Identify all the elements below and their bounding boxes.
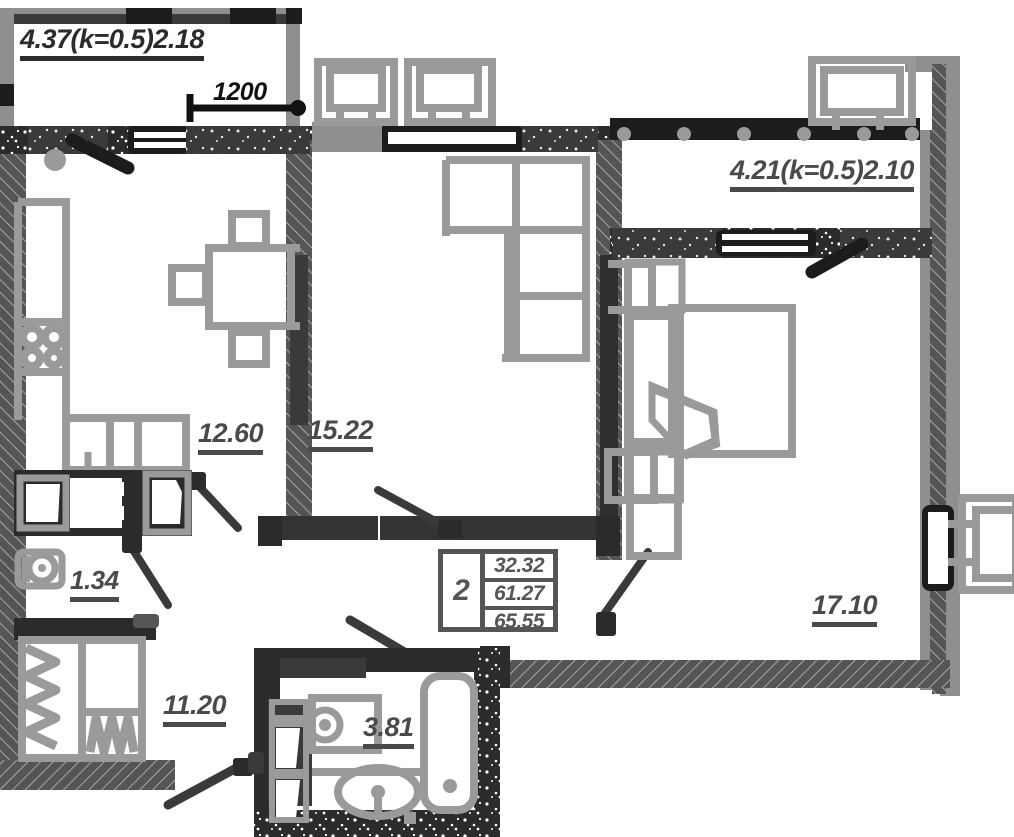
room-label-kitchen-living-text: 12.60 bbox=[198, 418, 264, 455]
main-bath-block bbox=[14, 470, 192, 536]
door-leaders bbox=[126, 479, 652, 624]
right-window-furniture bbox=[948, 494, 1014, 594]
dimension-1200: 1200 bbox=[213, 78, 267, 106]
room-label-bathroom-text: 3.81 bbox=[363, 712, 414, 749]
room-label-bedroom: 17.10 bbox=[812, 590, 878, 627]
dimension-arrow-1200 bbox=[186, 94, 306, 122]
summary-living-area: 32.32 bbox=[485, 554, 553, 582]
hall-wardrobe bbox=[14, 614, 159, 762]
summary-room-count: 2 bbox=[443, 554, 485, 627]
balcony-furniture-top bbox=[314, 58, 496, 126]
bed-geometry-detail bbox=[624, 258, 720, 504]
room-label-hall-text: 11.20 bbox=[163, 690, 227, 727]
summary-area-with-balcony: 65.55 bbox=[493, 610, 545, 633]
room-label-wc-text: 1.34 bbox=[70, 565, 119, 602]
balcony-furniture-right bbox=[808, 56, 916, 130]
balcony-label-top-left-text: 4.37(k=0.5)2.18 bbox=[20, 24, 204, 61]
summary-areas: 32.32 61.27 65.55 bbox=[485, 554, 553, 633]
room-label-living: 15.22 bbox=[308, 415, 374, 452]
room-label-living-text: 15.22 bbox=[308, 415, 374, 452]
balcony-rail-dots bbox=[617, 127, 919, 141]
room-label-hall: 11.20 bbox=[163, 690, 227, 727]
windows-and-doors bbox=[28, 122, 954, 810]
balcony-label-right-text: 4.21(k=0.5)2.10 bbox=[730, 155, 914, 192]
room-label-bathroom: 3.81 bbox=[363, 712, 414, 749]
toilet-fixture bbox=[14, 548, 66, 590]
bathroom-block bbox=[248, 648, 500, 837]
corner-sofa bbox=[442, 156, 590, 362]
summary-total-area: 61.27 bbox=[485, 582, 553, 610]
room-label-wc: 1.34 bbox=[70, 565, 119, 602]
room-label-kitchen-living: 12.60 bbox=[198, 418, 264, 455]
balcony-label-top-left: 4.37(k=0.5)2.18 bbox=[20, 24, 204, 61]
balcony-label-right: 4.21(k=0.5)2.10 bbox=[730, 155, 914, 192]
apartment-summary-box: 2 32.32 61.27 65.55 bbox=[438, 549, 558, 633]
room-label-bedroom-text: 17.10 bbox=[812, 590, 878, 627]
dining-set bbox=[168, 210, 300, 368]
